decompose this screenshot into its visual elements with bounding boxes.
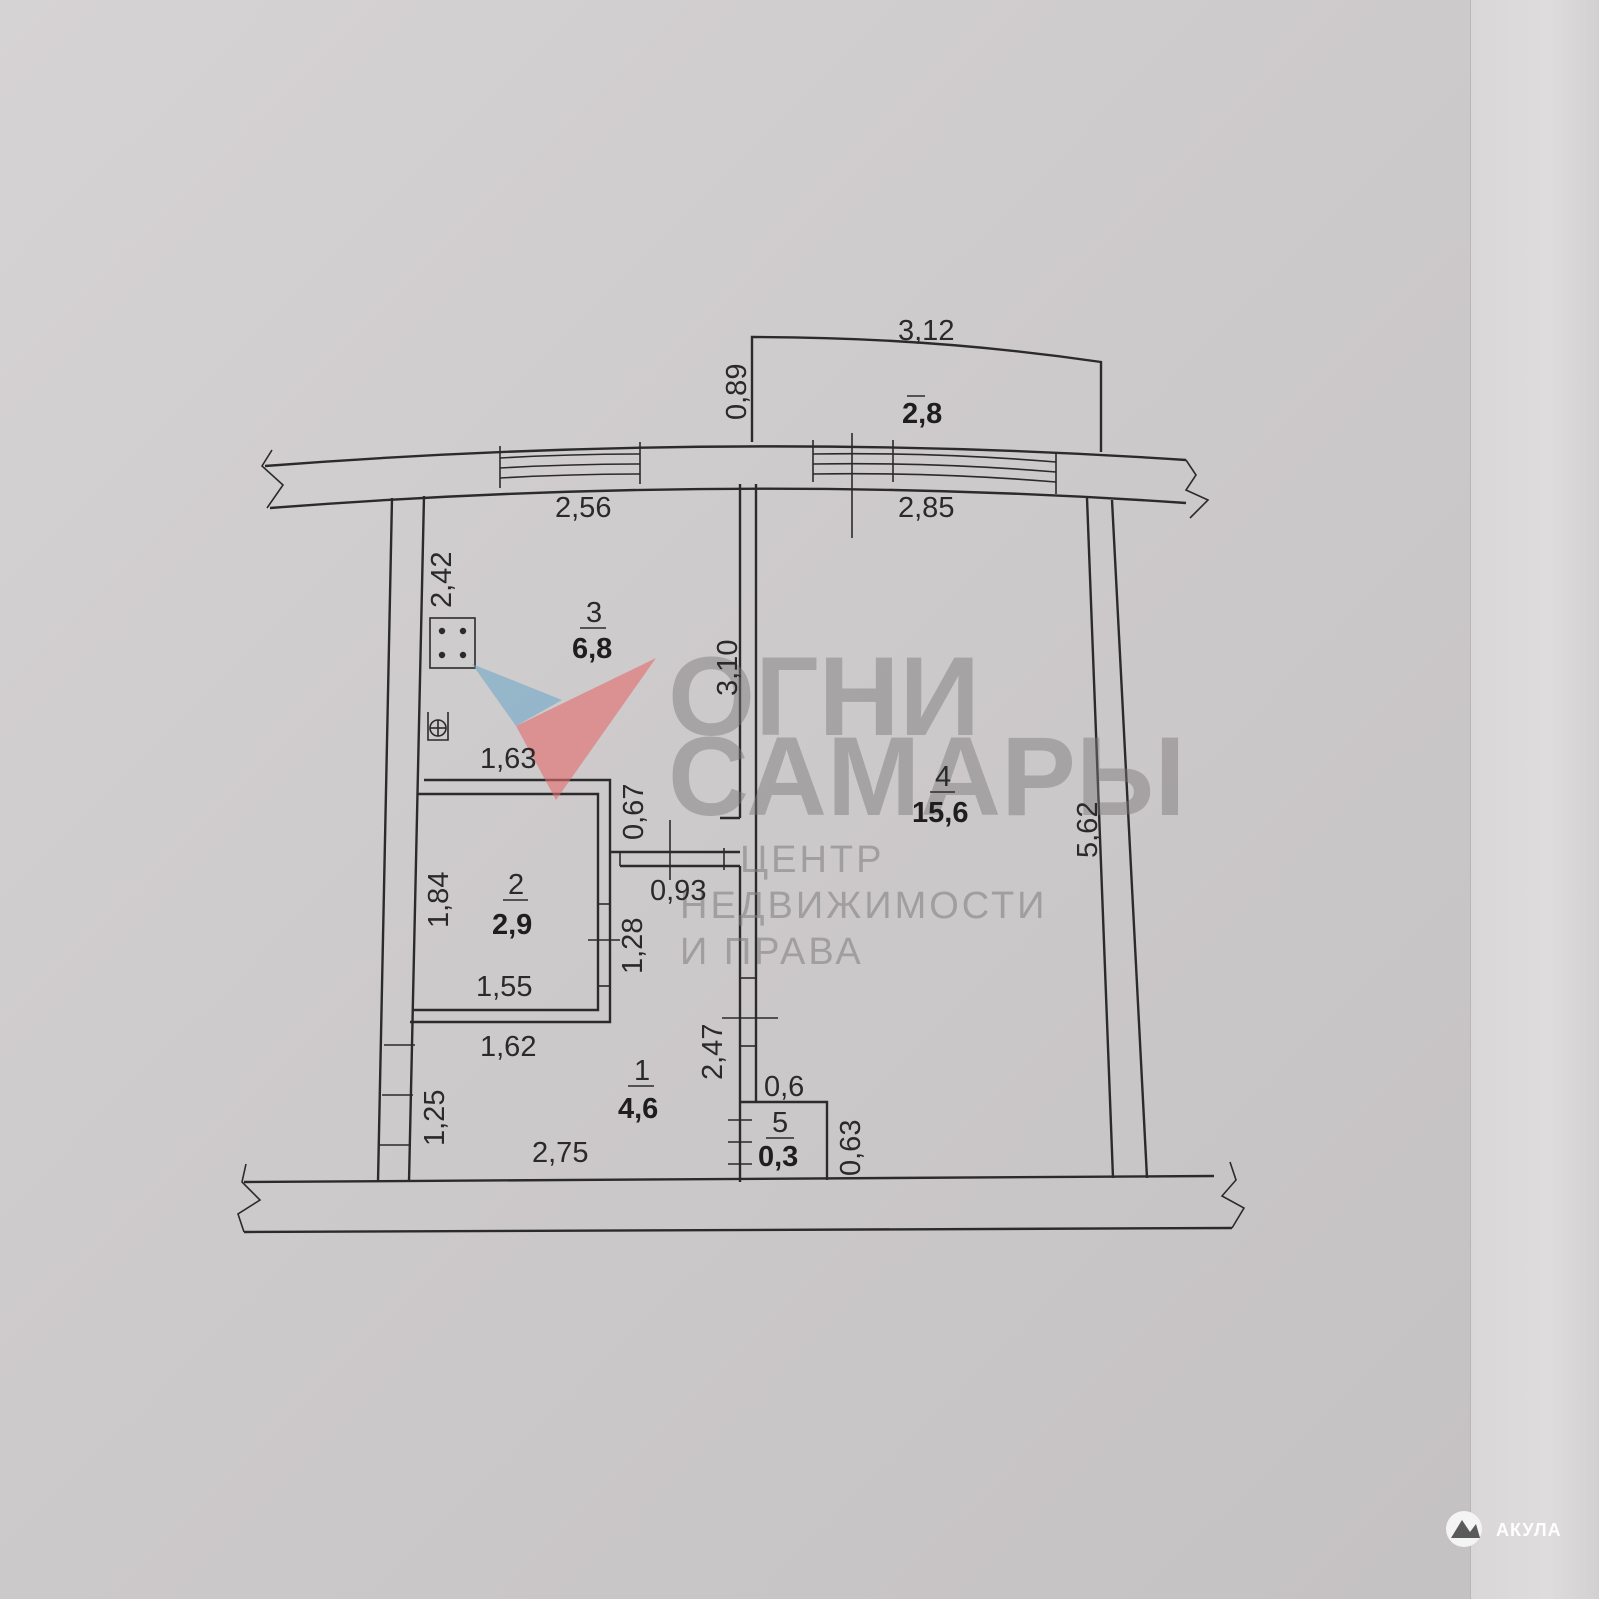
dim-bath-height: 1,84 [423,872,455,928]
dim-room-height: 5,62 [1072,802,1104,858]
room-3-number: 3 [586,597,602,629]
window-room [812,433,1057,538]
right-wall [1085,497,1149,1179]
dim-balcony-depth: 0,89 [721,364,753,420]
bath-inner [412,792,600,1012]
bottom-wall [237,1161,1246,1234]
room-4-area: 15,6 [912,797,968,829]
bottom-wall-inner [243,1174,1215,1184]
room-1-number: 1 [634,1055,650,1087]
dim-kitchen-partition: 3,10 [712,640,744,696]
dim-passage-width: 0,93 [650,875,706,907]
shark-fin-icon [1451,1520,1480,1538]
top-wall-break-right [1184,459,1210,519]
watermark-sub3: И ПРАВА [680,931,864,973]
watermark-line2: САМАРЫ [668,714,1186,839]
dim-hall-top: 1,62 [480,1031,536,1063]
bottom-wall-break-left [237,1163,262,1233]
watermark-red-shape [516,658,656,800]
dim-room-width: 2,85 [898,492,954,524]
dimension-labels: 3,12 0,89 2,56 2,85 2,42 3,10 1,63 0,67 … [419,315,1104,1176]
top-wall [260,433,1210,538]
left-wall [376,495,426,1183]
room-2-number: 2 [508,869,524,901]
sink-icon [427,712,449,741]
dim-closet-width: 0,6 [764,1071,804,1103]
dim-hall-left: 1,25 [419,1090,451,1146]
balcony-outline [750,335,1103,452]
room-5-area: 0,3 [758,1141,798,1173]
room-5-label: 5 0,3 [758,1107,798,1173]
dim-kitchen-width: 2,56 [555,492,611,524]
closet-walls [728,1100,829,1182]
top-wall-outer [264,445,1187,468]
room-3-label: 3 6,8 [572,597,612,665]
bathroom-walls [410,778,620,1024]
top-wall-break-left [260,449,285,509]
dim-passage-height: 0,67 [618,784,650,840]
dim-kitchen-bottom: 1,63 [480,743,536,775]
dim-bath-width: 1,55 [476,971,532,1003]
dim-hall-bottom: 2,75 [532,1137,588,1169]
dim-kitchen-wall: 2,42 [426,552,458,608]
dim-bath-door: 1,28 [617,918,649,974]
dim-balcony-width: 3,12 [898,315,954,347]
watermark-blue-shape [472,664,562,726]
watermark: ОГНИ САМАРЫ ЦЕНТР НЕДВИЖИМОСТИ И ПРАВА [472,634,1186,973]
passage-walls [610,820,740,880]
room-balcony-label: 2,8 [902,395,942,430]
partition-kitchen-room [720,484,758,1102]
room-5-number: 5 [772,1107,788,1139]
dim-hall-partition: 2,47 [697,1024,729,1080]
room-2-area: 2,9 [492,909,532,941]
room-2-label: 2 2,9 [492,869,532,941]
watermark-sub2: НЕДВИЖИМОСТИ [680,885,1048,927]
window-kitchen [499,442,641,488]
room-1-label: 1 4,6 [618,1055,658,1125]
stove-icon [429,617,476,669]
balcony-area: 2,8 [902,398,942,430]
room-4-number: 4 [935,761,951,793]
balcony [750,335,1103,452]
room-labels: 2,8 3 6,8 4 15,6 2 2,9 1 4,6 [492,395,968,1173]
watermark-sub1: ЦЕНТР [740,839,884,881]
corner-logo-text: АКУЛА [1496,1520,1562,1540]
room-3-area: 6,8 [572,633,612,665]
bath-outer [410,778,612,1024]
top-wall-inner [269,487,1187,510]
watermark-line1: ОГНИ [668,634,980,759]
dim-closet-height: 0,63 [835,1120,867,1176]
bottom-wall-outer [243,1226,1233,1234]
hall-partition [722,866,778,1102]
bottom-wall-break-right [1220,1161,1246,1229]
paper-right-edge [1470,0,1599,1599]
closet-outer [740,1100,829,1180]
corner-logo: АКУЛА [1446,1511,1562,1547]
room-1-area: 4,6 [618,1093,658,1125]
room-4-label: 4 15,6 [912,761,968,829]
